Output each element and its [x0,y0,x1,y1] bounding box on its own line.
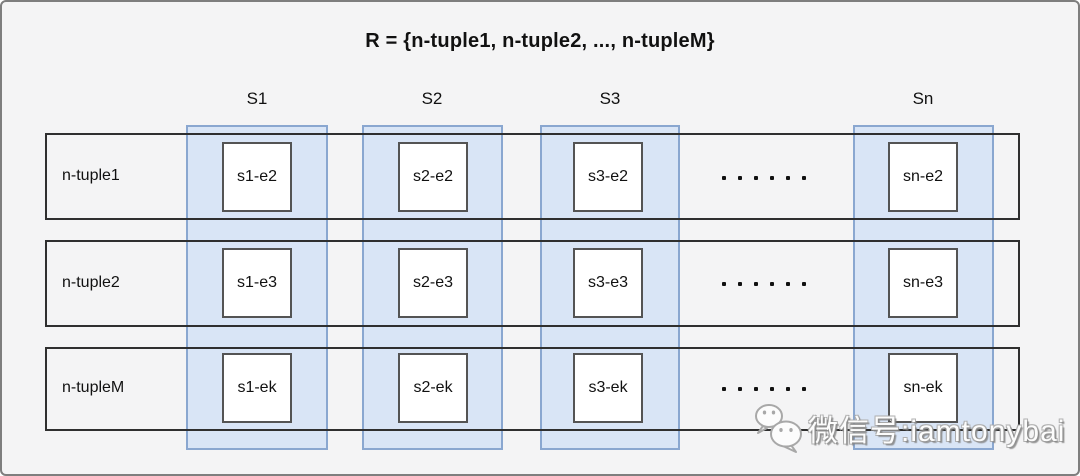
column-header-s1: S1 [246,89,268,108]
wechat-icon [755,404,802,453]
cell-s1-rowm: s1-ek [222,353,292,423]
cell-sn-row2: sn-e3 [888,248,958,318]
cell-s2-row2: s2-e3 [398,248,468,318]
column-header-s3: S3 [599,89,621,108]
cell-s2-row1: s2-e2 [398,142,468,212]
ellipsis-dots-row2 [722,281,806,286]
row-label-ntuple1: n-tuple1 [62,167,120,184]
watermark: 微信号:iamtonybai [750,402,1065,454]
cell-s1-row2: s1-e3 [222,248,292,318]
watermark-text: 微信号:iamtonybai [808,415,1066,448]
tuple-row-m [45,347,1020,431]
cell-sn-rowm: sn-ek [888,353,958,423]
cell-sn-row1: sn-e2 [888,142,958,212]
tuple-row-1 [45,133,1020,220]
cell-s2-rowm: s2-ek [398,353,468,423]
cell-s3-row2: s3-e3 [573,248,643,318]
diagram-title: R = {n-tuple1, n-tuple2, ..., n-tupleM} [365,30,715,52]
ellipsis-dots-rowm [722,386,806,391]
column-header-s2: S2 [421,89,443,108]
row-label-ntuplem: n-tupleM [62,379,125,396]
column-header-sn: Sn [912,89,934,108]
cell-s3-rowm: s3-ek [573,353,643,423]
cell-s3-row1: s3-e2 [573,142,643,212]
tuple-row-2 [45,240,1020,327]
row-label-ntuple2: n-tuple2 [62,274,120,291]
cell-s1-row1: s1-e2 [222,142,292,212]
ellipsis-dots-row1 [722,175,806,180]
